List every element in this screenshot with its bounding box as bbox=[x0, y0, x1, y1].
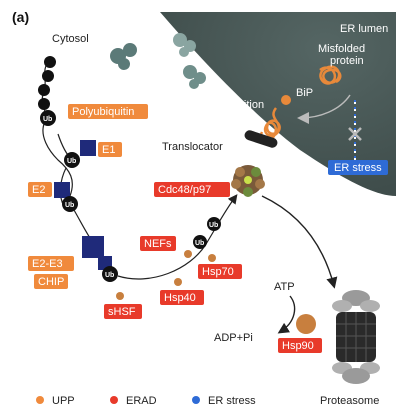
nef-chaperone bbox=[184, 250, 192, 258]
ub-e2 bbox=[62, 196, 78, 212]
ub-e1-label: Ub bbox=[67, 158, 76, 165]
cdc48-label: Cdc48/p97 bbox=[158, 184, 211, 196]
chip-tag bbox=[34, 274, 68, 289]
translocator-channel bbox=[244, 130, 278, 148]
er-stress-block-icon bbox=[348, 127, 362, 141]
adp-label: ADP+Pi bbox=[214, 332, 253, 344]
hsp90-label: Hsp90 bbox=[282, 340, 314, 352]
hsp40-chaperone bbox=[174, 278, 182, 286]
legend-upp-swatch bbox=[36, 396, 44, 404]
ub-cdc48 bbox=[207, 217, 221, 231]
ub-e1 bbox=[64, 152, 80, 168]
misfolded-protein-label-1: Misfolded bbox=[318, 43, 365, 55]
ub-nef bbox=[193, 235, 207, 249]
cdc48-p97-complex bbox=[231, 165, 265, 197]
cdc48-tag bbox=[154, 182, 230, 197]
ub-e2e3-label: Ub bbox=[105, 272, 114, 279]
nefs-tag bbox=[140, 236, 176, 251]
atp-hydrolysis-arrow bbox=[277, 295, 296, 334]
chaperone-cluster-2 bbox=[173, 33, 196, 57]
e2e3-label: E2-E3 bbox=[32, 258, 63, 270]
ub-nef-label: Ub bbox=[195, 240, 204, 247]
legend-er-stress-swatch bbox=[192, 396, 200, 404]
ub-cdc48-label: Ub bbox=[209, 222, 218, 229]
nefs-label: NEFs bbox=[144, 238, 172, 250]
recognition-arrow bbox=[297, 94, 351, 124]
legend-erad-label: ERAD bbox=[126, 395, 157, 407]
e1-enzyme bbox=[80, 140, 96, 156]
misfolded-protein-label-2: protein bbox=[330, 55, 364, 67]
chaperone-cluster-3 bbox=[183, 65, 206, 89]
recognition-label: Recognition bbox=[206, 99, 264, 111]
translocating-protein-coil bbox=[259, 107, 281, 143]
chip-label: CHIP bbox=[38, 276, 64, 288]
e2-enzyme bbox=[54, 182, 70, 198]
e2-tag bbox=[28, 182, 52, 197]
atp-label: ATP bbox=[274, 281, 295, 293]
er-lumen-label: ER lumen bbox=[340, 23, 388, 35]
e1-label: E1 bbox=[102, 144, 115, 156]
shsf-label: sHSF bbox=[108, 306, 136, 318]
hsp70-label: Hsp70 bbox=[202, 266, 234, 278]
degradation-arrow bbox=[261, 195, 338, 289]
ub-label: Ub bbox=[43, 116, 52, 123]
hsp70-chaperone bbox=[208, 254, 216, 262]
er-stress-label: ER stress bbox=[334, 162, 382, 174]
shsf-tag bbox=[104, 304, 142, 319]
hsp40-label: Hsp40 bbox=[164, 292, 196, 304]
hsp70-tag bbox=[198, 264, 242, 279]
shsf-chaperone bbox=[116, 292, 124, 300]
legend: UPP ERAD ER stress bbox=[36, 395, 256, 407]
translocator-label: Translocator bbox=[162, 141, 223, 153]
polyubiquitin-tag bbox=[68, 104, 148, 119]
proteasome-label: Proteasome bbox=[320, 395, 379, 407]
cytosol-label: Cytosol bbox=[52, 33, 89, 45]
proteasome-complex bbox=[332, 290, 380, 384]
ub-e2-label: Ub bbox=[65, 202, 74, 209]
er-lumen-region bbox=[160, 12, 396, 196]
bip-label: BiP bbox=[296, 87, 313, 99]
ub-e2e3 bbox=[102, 266, 118, 282]
polyubiquitin-chain: Ub bbox=[38, 56, 56, 126]
misfolded-protein-coil bbox=[319, 65, 342, 85]
e2-label: E2 bbox=[32, 184, 45, 196]
e1-tag bbox=[98, 142, 122, 157]
e3-enzyme-large bbox=[82, 236, 104, 258]
panel-label: (a) bbox=[12, 9, 29, 25]
bip-chaperone bbox=[281, 95, 291, 105]
legend-upp-label: UPP bbox=[52, 395, 75, 407]
legend-er-stress-label: ER stress bbox=[208, 395, 256, 407]
chaperone-cluster-1 bbox=[110, 43, 137, 70]
polyubiquitin-label: Polyubiquitin bbox=[72, 106, 134, 118]
hsp40-tag bbox=[160, 290, 204, 305]
hsp90-chaperone bbox=[296, 314, 316, 334]
legend-erad-swatch bbox=[110, 396, 118, 404]
er-stress-tag bbox=[328, 160, 388, 175]
hsp90-tag bbox=[278, 338, 322, 353]
e2e3-tag bbox=[28, 256, 74, 271]
